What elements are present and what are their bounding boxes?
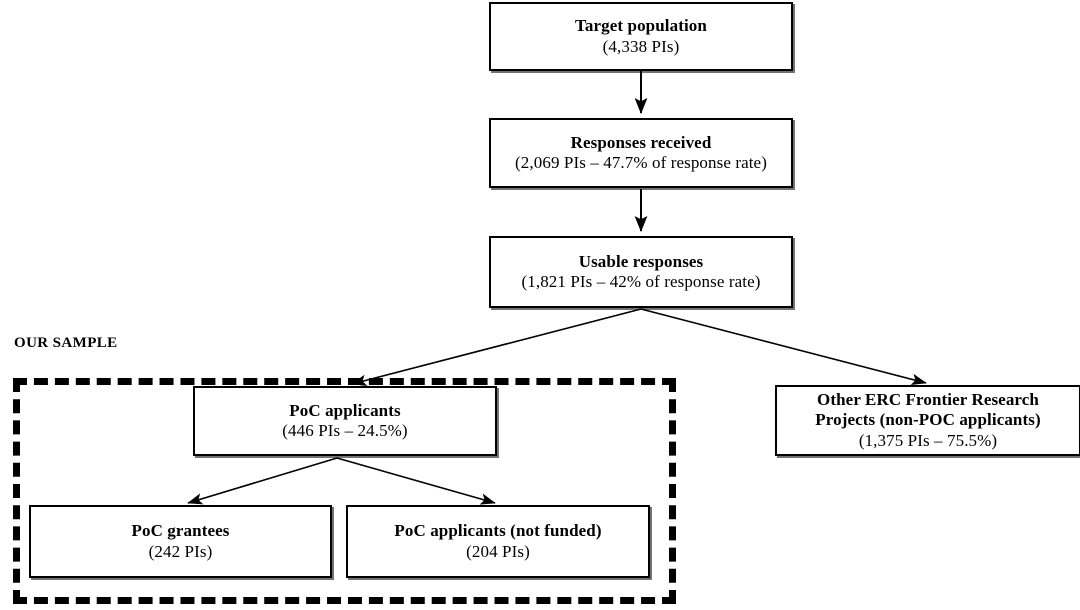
- node-poc-not-funded: PoC applicants (not funded) (204 PIs): [346, 505, 650, 578]
- node-target-population: Target population (4,338 PIs): [489, 2, 793, 71]
- node-responses-received-title: Responses received: [570, 132, 712, 152]
- node-usable-responses: Usable responses (1,821 PIs – 42% of res…: [489, 236, 793, 308]
- node-poc-not-funded-title: PoC applicants (not funded): [394, 521, 602, 541]
- node-responses-received: Responses received (2,069 PIs – 47.7% of…: [489, 118, 793, 188]
- node-poc-grantees: PoC grantees (242 PIs): [29, 505, 332, 578]
- arrow-usable-to-poc-applicants: [351, 308, 642, 386]
- node-poc-grantees-title: PoC grantees: [131, 521, 230, 541]
- node-usable-responses-title: Usable responses: [578, 251, 704, 271]
- node-poc-not-funded-sub: (204 PIs): [466, 541, 530, 561]
- node-poc-grantees-sub: (242 PIs): [148, 541, 213, 561]
- node-other-erc-projects-sub: (1,375 PIs – 75.5%): [858, 430, 998, 450]
- node-target-population-title: Target population: [575, 16, 707, 36]
- node-poc-applicants-sub: (446 PIs – 24.5%): [282, 421, 408, 440]
- node-responses-received-sub: (2,069 PIs – 47.7% of response rate): [515, 153, 767, 172]
- our-sample-region: [13, 378, 676, 604]
- node-usable-responses-sub: (1,821 PIs – 42% of response rate): [521, 272, 761, 291]
- node-target-population-sub: (4,338 PIs): [602, 36, 680, 56]
- arrow-usable-to-other-erc: [640, 308, 927, 385]
- node-other-erc-projects: Other ERC Frontier Research Projects (no…: [775, 385, 1080, 456]
- node-poc-applicants: PoC applicants (446 PIs – 24.5%): [193, 386, 497, 456]
- node-poc-applicants-title: PoC applicants: [289, 400, 401, 420]
- our-sample-label: OUR SAMPLE: [14, 335, 118, 351]
- arrow-poc-to-grantees: [187, 457, 338, 505]
- node-other-erc-projects-title-line2: Projects (non-POC applicants): [815, 410, 1041, 430]
- arrow-poc-to-not-funded: [336, 457, 496, 505]
- node-other-erc-projects-title-line1: Other ERC Frontier Research: [817, 390, 1039, 410]
